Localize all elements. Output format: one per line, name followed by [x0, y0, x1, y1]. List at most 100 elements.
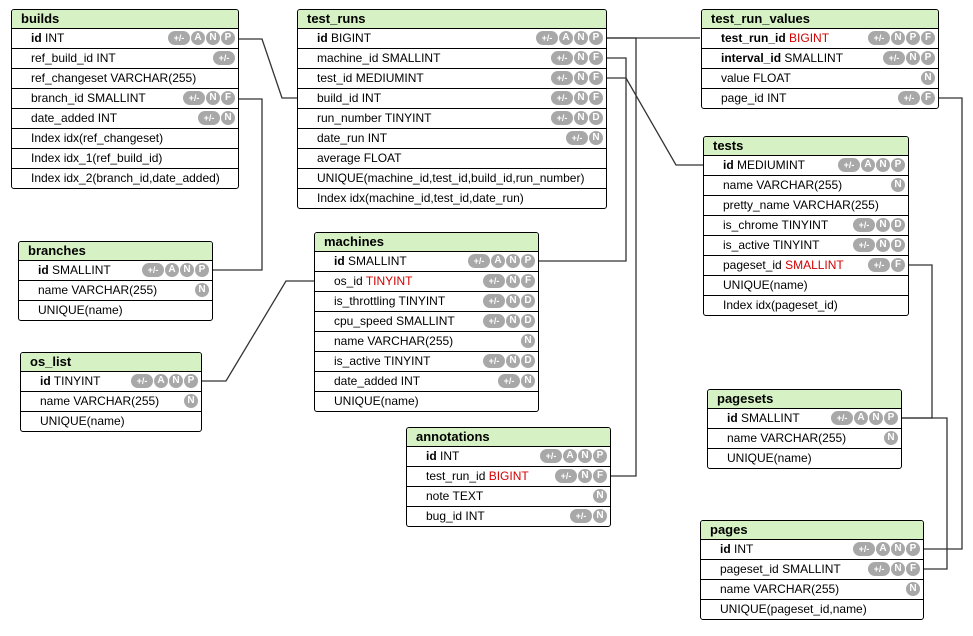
table-title: pagesets [708, 390, 901, 409]
signed-flag-icon: +/- [883, 51, 905, 65]
column-row[interactable]: name VARCHAR(255)N [708, 429, 901, 449]
column-row[interactable]: date_added INT+/-N [12, 109, 238, 129]
column-row[interactable]: name VARCHAR(255)N [21, 392, 201, 412]
column-row[interactable]: bug_id INT+/-N [407, 507, 610, 526]
index-row[interactable]: Index idx_1(ref_build_id) [12, 149, 238, 169]
column-name: id [727, 411, 738, 425]
default-flag-icon: D [521, 314, 535, 328]
not-null-flag-icon: N [891, 31, 905, 45]
index-row[interactable]: UNIQUE(name) [704, 276, 908, 296]
index-row[interactable]: UNIQUE(name) [19, 301, 212, 320]
table-title: os_list [21, 353, 201, 372]
table-title: builds [12, 10, 238, 29]
index-row[interactable]: Index idx(pageset_id) [704, 296, 908, 315]
column-type: INT [97, 111, 118, 125]
signed-flag-icon: +/- [142, 263, 164, 277]
column-row[interactable]: date_run INT+/-N [298, 129, 606, 149]
table-title: tests [704, 137, 908, 156]
index-row[interactable]: UNIQUE(name) [315, 392, 538, 411]
primary-key-flag-icon: P [891, 158, 905, 172]
column-type: VARCHAR(255) [756, 178, 843, 192]
column-row[interactable]: pageset_id SMALLINT+/-F [704, 256, 908, 276]
column-flags: +/-N [566, 131, 603, 145]
signed-flag-icon: +/- [853, 218, 875, 232]
column-row[interactable]: name VARCHAR(255)N [704, 176, 908, 196]
primary-key-flag-icon: P [906, 31, 920, 45]
index-row[interactable]: UNIQUE(machine_id,test_id,build_id,run_n… [298, 169, 606, 189]
index-row[interactable]: Index idx(machine_id,test_id,date_run) [298, 189, 606, 208]
column-name: interval_id [721, 51, 782, 65]
column-row[interactable]: name VARCHAR(255)N [315, 332, 538, 352]
column-flags: N [921, 71, 935, 85]
column-row[interactable]: name VARCHAR(255)N [701, 580, 923, 600]
column-name: is_active [334, 354, 381, 368]
not-null-flag-icon: N [574, 31, 588, 45]
foreign-key-flag-icon: F [921, 31, 935, 45]
index-row[interactable]: UNIQUE(name) [21, 412, 201, 431]
not-null-flag-icon: N [506, 274, 520, 288]
column-type: TINYINT [398, 294, 446, 308]
column-row[interactable]: date_added INT+/-N [315, 372, 538, 392]
column-row[interactable]: pretty_name VARCHAR(255) [704, 196, 908, 216]
index-row[interactable]: Index idx(ref_changeset) [12, 129, 238, 149]
index-definition: UNIQUE(name) [723, 278, 808, 292]
table-title: test_run_values [702, 10, 938, 29]
column-row[interactable]: ref_changeset VARCHAR(255) [12, 69, 238, 89]
default-flag-icon: D [589, 111, 603, 125]
not-null-flag-icon: N [593, 509, 607, 523]
index-row[interactable]: UNIQUE(name) [708, 449, 901, 468]
column-row[interactable]: ref_build_id INT+/- [12, 49, 238, 69]
column-name: value [721, 71, 750, 85]
column-type: TINYINT [384, 111, 432, 125]
index-row[interactable]: Index idx_2(branch_id,date_added) [12, 169, 238, 188]
not-null-flag-icon: N [884, 431, 898, 445]
column-row[interactable]: name VARCHAR(255)N [19, 281, 212, 301]
column-row[interactable]: average FLOAT [298, 149, 606, 169]
column-type: INT [45, 31, 65, 45]
link-os-machines [200, 280, 315, 382]
column-row[interactable]: page_id INT+/-F [702, 89, 938, 108]
signed-flag-icon: +/- [853, 542, 875, 556]
signed-flag-icon: +/- [183, 91, 205, 105]
index-row[interactable]: UNIQUE(pageset_id,name) [701, 600, 923, 619]
not-null-flag-icon: N [574, 91, 588, 105]
column-name: cpu_speed [334, 314, 393, 328]
